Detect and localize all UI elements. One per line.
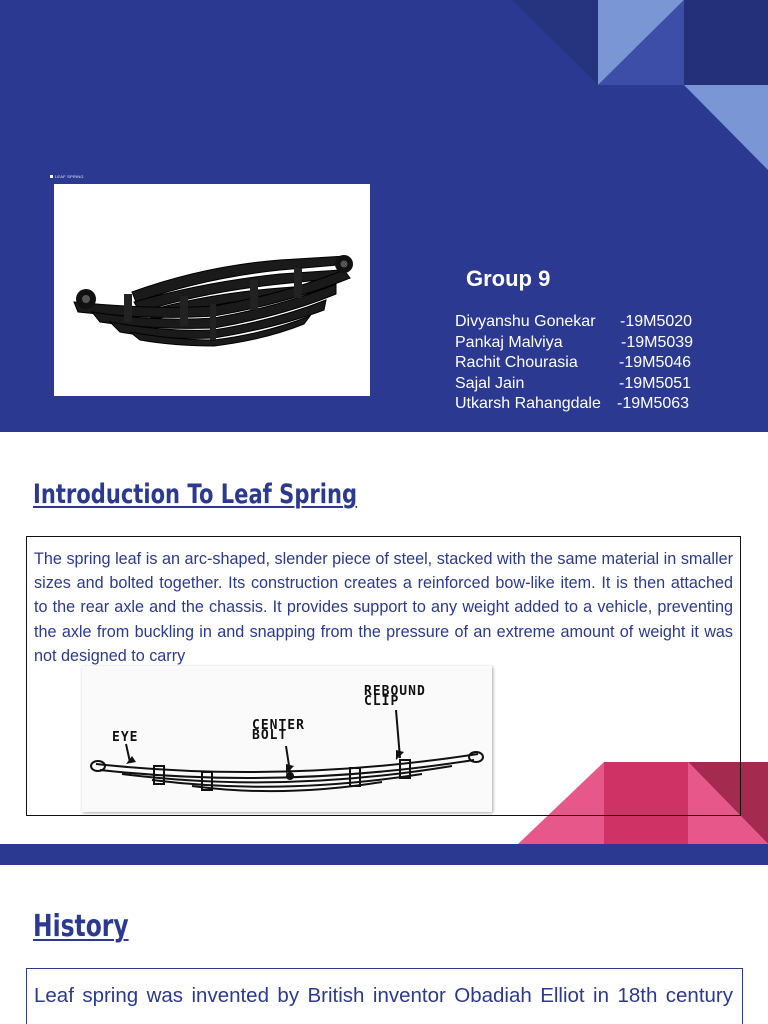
slide-divider [0,844,768,865]
group-title: Group 9 [466,266,551,291]
corner-decoration [512,0,768,170]
diagram-label-clip: CLIP [364,694,400,709]
corner-decoration [518,762,768,844]
member-name: Pankaj Malviya [455,333,563,351]
introduction-slide: Introduction To Leaf Spring The spring l… [0,432,768,844]
diagram-label-rebound: REBOUND [364,684,426,699]
leaf-spring-diagram-drawing [90,709,484,793]
text-box-border [26,536,741,816]
section-title: History [33,909,129,944]
diagram-label-center: CENTER [252,718,305,733]
member-row: Sajal Jain -19M5051 [455,374,755,395]
member-row: Rachit Chourasia -19M5046 [455,353,755,374]
member-roll: -19M5039 [621,333,694,351]
member-roll: -19M5063 [617,395,690,413]
leaf-spring-image [73,255,353,347]
member-name: Sajal Jain [455,374,525,392]
member-row: Pankaj Malviya -19M5039 [455,333,755,354]
diagram-label-eye: EYE [112,730,139,745]
section-title: Introduction To Leaf Spring [33,479,358,510]
member-list: Divyanshu Gonekar -19M5020 Pankaj Malviy… [455,312,755,415]
image-placeholder-icon [50,175,53,179]
history-paragraph: Leaf spring was invented by British inve… [34,984,733,1007]
history-slide: History Leaf spring was invented by Brit… [0,865,768,1024]
title-slide: LEAF SPRING [0,0,768,432]
member-name: Rachit Chourasia [455,354,578,372]
member-roll: -19M5020 [620,313,693,330]
member-row: Utkarsh Rahangdale -19M5063 [455,394,755,415]
leaf-spring-diagram: EYE CENTER BOLT REBOUND CLIP [82,666,492,812]
image-caption: LEAF SPRING [50,174,84,179]
member-roll: -19M5046 [619,354,692,372]
leaf-spring-photo [54,184,370,396]
member-name: Divyanshu Gonekar [455,313,596,330]
member-name: Utkarsh Rahangdale [455,395,601,413]
intro-paragraph: The spring leaf is an arc-shaped, slende… [34,550,733,665]
text-box-border [26,968,743,1024]
diagram-label-bolt: BOLT [252,728,288,743]
member-row: Divyanshu Gonekar -19M5020 [455,312,755,333]
member-roll: -19M5051 [619,374,692,392]
